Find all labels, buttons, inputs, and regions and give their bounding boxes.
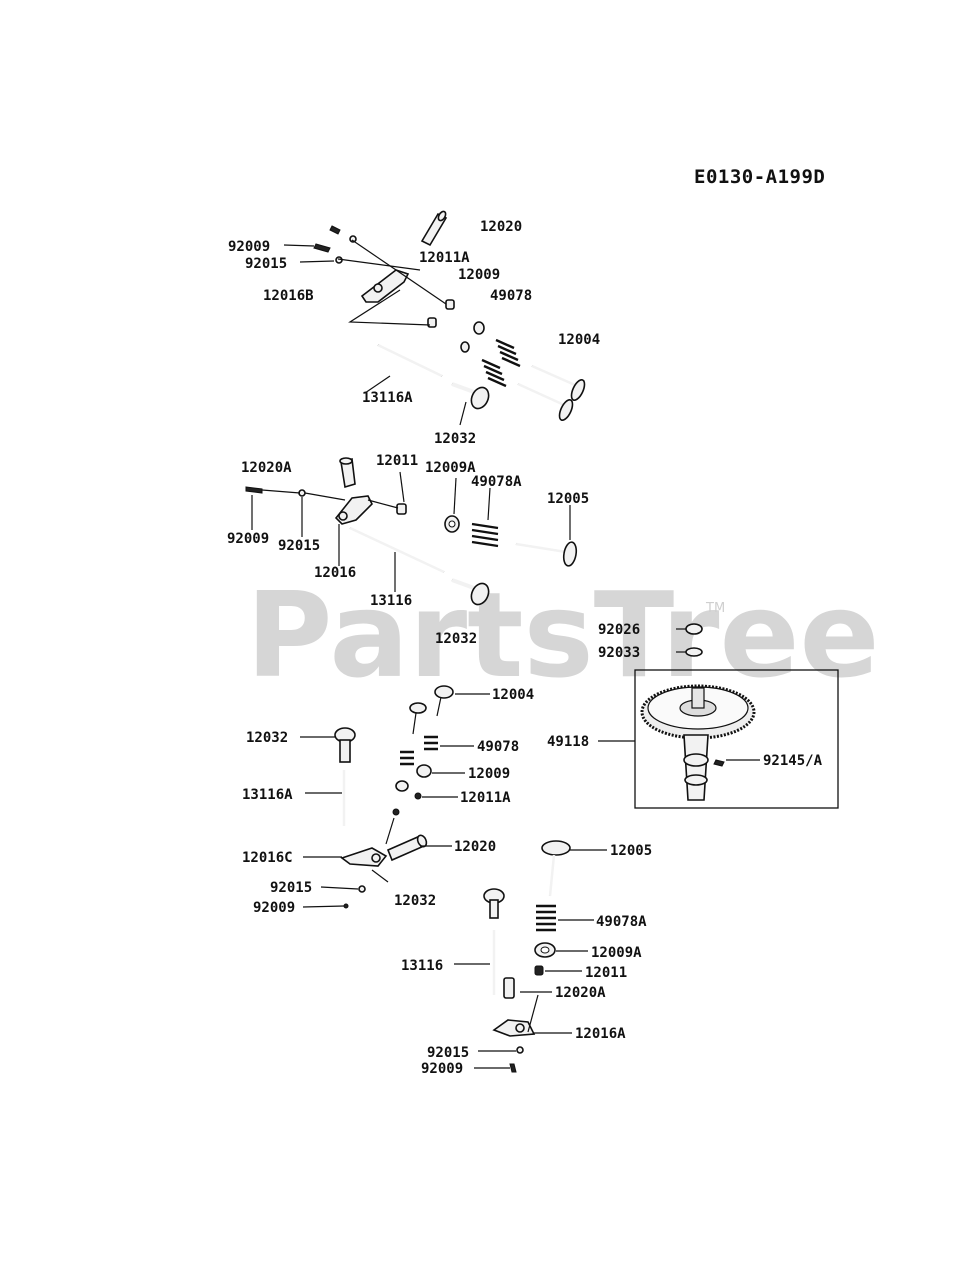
- part-92009-screw-2[interactable]: [245, 486, 263, 494]
- label-12005: 12005: [547, 491, 589, 507]
- part-13116-pushrod[interactable]: [349, 526, 445, 574]
- part-92015-nut-3[interactable]: [358, 885, 366, 893]
- part-12004-valve-2[interactable]: [409, 685, 454, 735]
- label-12020: 12020: [480, 219, 522, 235]
- part-92009-screw-4[interactable]: [509, 1063, 517, 1073]
- part-12032-tappet-3[interactable]: [334, 727, 356, 763]
- label-12032: 12032: [246, 730, 288, 746]
- part-92026-washer[interactable]: [685, 623, 703, 635]
- label-92009: 92009: [228, 239, 270, 255]
- label-12009: 12009: [468, 766, 510, 782]
- part-49118-camshaft[interactable]: [640, 684, 756, 801]
- label-12016: 12016: [314, 565, 356, 581]
- camshaft-detail-box: [634, 669, 839, 809]
- part-12011A-cap-2[interactable]: [414, 792, 422, 800]
- label-12009A: 12009A: [425, 460, 476, 476]
- part-12016A-rocker-arm[interactable]: [492, 1019, 536, 1037]
- label-49078A: 49078A: [471, 474, 522, 490]
- part-92033-washer[interactable]: [685, 647, 703, 657]
- label-49078: 49078: [477, 739, 519, 755]
- part-12020A-tappet-2[interactable]: [503, 977, 515, 999]
- part-49078-spring-2[interactable]: [400, 735, 438, 766]
- label-12020A: 12020A: [555, 985, 606, 1001]
- label-49118: 49118: [547, 734, 589, 750]
- part-12004-valve[interactable]: [517, 364, 587, 422]
- label-12032: 12032: [435, 631, 477, 647]
- label-12032: 12032: [434, 431, 476, 447]
- part-12005-valve-2[interactable]: [541, 840, 571, 897]
- label-12004: 12004: [492, 687, 534, 703]
- group-camshaft: [598, 623, 839, 809]
- part-12016B-rocker-arm[interactable]: [360, 269, 410, 303]
- part-12032-tappet-4[interactable]: [483, 888, 505, 919]
- watermark-trademark: TM: [705, 601, 725, 616]
- label-49078A: 49078A: [596, 914, 647, 930]
- label-92033: 92033: [598, 645, 640, 661]
- label-12032-lower: 12032: [394, 893, 436, 909]
- label-92015: 92015: [278, 538, 320, 554]
- label-92015: 92015: [270, 880, 312, 896]
- part-12020-tappet[interactable]: [420, 212, 448, 247]
- part-92145A-spring[interactable]: [713, 759, 725, 767]
- part-12032-tappet[interactable]: [451, 382, 492, 411]
- watermark: PartsTree: [246, 566, 880, 704]
- part-92009-screw[interactable]: [313, 243, 331, 253]
- label-12009: 12009: [458, 267, 500, 283]
- part-49078-spring[interactable]: [481, 338, 521, 388]
- label-92009: 92009: [253, 900, 295, 916]
- part-92009-screw-3[interactable]: [343, 903, 349, 909]
- label-92009: 92009: [227, 531, 269, 547]
- group-exhaust-exploded: [300, 685, 490, 909]
- label-12011: 12011: [376, 453, 418, 469]
- part-92015-nut-4[interactable]: [516, 1046, 524, 1054]
- label-12009A: 12009A: [591, 945, 642, 961]
- part-49078A-spring-2[interactable]: [536, 904, 556, 932]
- group-intake-rocker-assembly: [245, 457, 578, 607]
- part-12011-cap[interactable]: [396, 503, 407, 515]
- label-13116: 13116: [401, 958, 443, 974]
- label-13116: 13116: [370, 593, 412, 609]
- label-12016C: 12016C: [242, 850, 293, 866]
- label-12011A: 12011A: [460, 790, 511, 806]
- label-12020A: 12020A: [241, 460, 292, 476]
- part-12011-cap-2[interactable]: [534, 965, 544, 976]
- label-92026: 92026: [598, 622, 640, 638]
- label-13116A: 13116A: [362, 390, 413, 406]
- part-12009-retainer-2[interactable]: [416, 764, 432, 778]
- label-12020: 12020: [454, 839, 496, 855]
- label-12005: 12005: [610, 843, 652, 859]
- label-12011A: 12011A: [419, 250, 470, 266]
- part-12011A-cap[interactable]: [445, 299, 455, 310]
- label-12016B: 12016B: [263, 288, 314, 304]
- label-12011: 12011: [585, 965, 627, 981]
- label-12004: 12004: [558, 332, 600, 348]
- part-12009-retainer[interactable]: [473, 321, 485, 335]
- label-92009: 92009: [421, 1061, 463, 1077]
- part-12032-tappet-2[interactable]: [451, 578, 492, 607]
- label-92015: 92015: [427, 1045, 469, 1061]
- group-intake-exploded: [454, 840, 607, 1073]
- part-49078A-spring[interactable]: [471, 522, 499, 548]
- label-13116A: 13116A: [242, 787, 293, 803]
- label-92145A: 92145/A: [763, 753, 823, 769]
- label-12016A: 12016A: [575, 1026, 626, 1042]
- diagram-code: E0130-A199D: [694, 166, 825, 188]
- group-exhaust-rocker-assembly: [283, 210, 587, 426]
- part-12020-tappet-2[interactable]: [386, 834, 428, 862]
- label-49078: 49078: [490, 288, 532, 304]
- label-92015: 92015: [245, 256, 287, 272]
- part-12005-valve[interactable]: [515, 541, 578, 567]
